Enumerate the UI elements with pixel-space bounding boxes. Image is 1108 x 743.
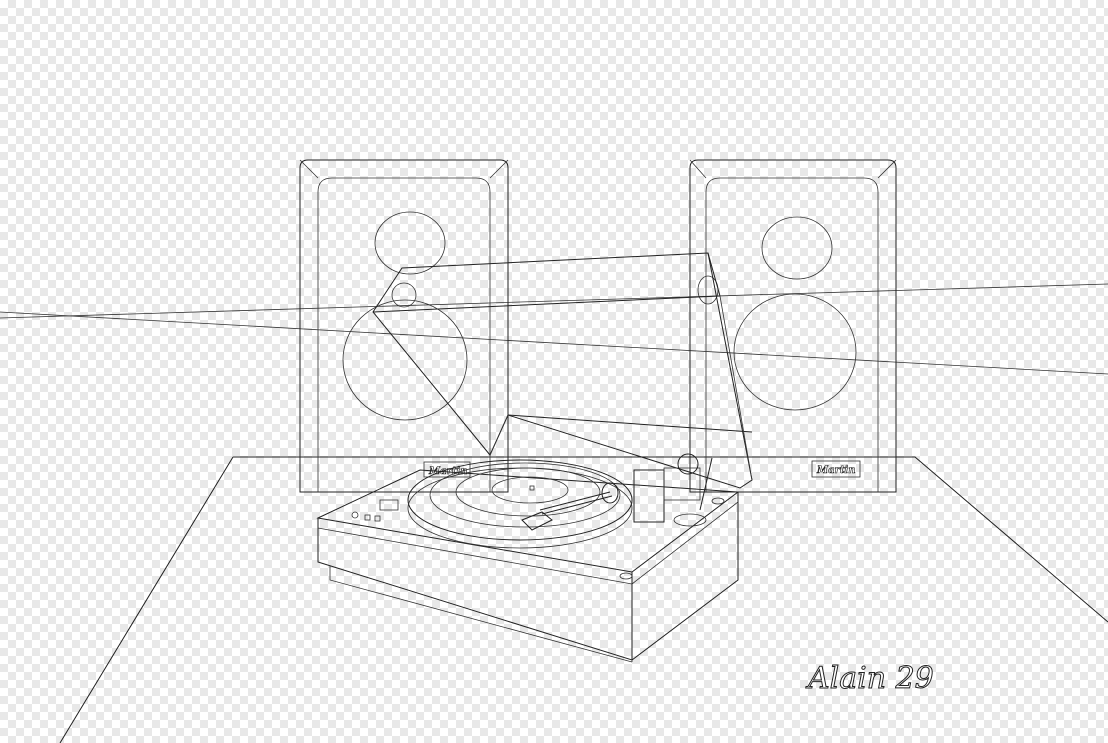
cartridge <box>521 511 553 531</box>
platter <box>407 459 633 541</box>
label <box>491 476 569 504</box>
brand-label: Martin <box>816 465 856 476</box>
record <box>429 462 621 528</box>
control-button <box>379 499 399 511</box>
artist-signature: Alain 29 <box>805 661 934 696</box>
right-speaker: Martin <box>689 159 897 493</box>
turntable <box>316 453 740 663</box>
floor-outline <box>59 456 1108 743</box>
tweeter <box>761 216 833 280</box>
counterweight <box>601 482 619 504</box>
left-speaker: Martin <box>299 159 509 493</box>
port <box>391 282 417 308</box>
foot <box>619 572 633 580</box>
spindle <box>529 485 535 491</box>
woofer <box>733 293 857 411</box>
dust-cover-lid <box>372 252 753 489</box>
tweeter <box>374 211 446 275</box>
brand-badge <box>811 460 861 478</box>
guide-lines <box>0 283 1108 375</box>
woofer <box>342 299 468 421</box>
tonearm-base <box>633 469 665 523</box>
